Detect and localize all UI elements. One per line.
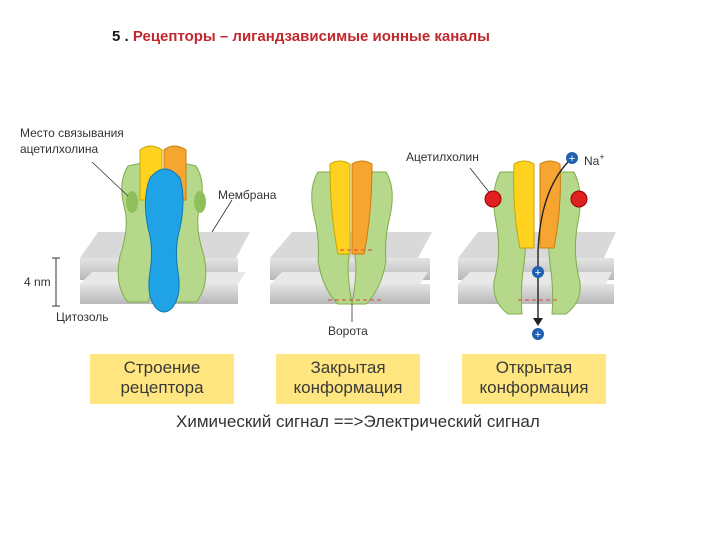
caption-open-line1: Открытая xyxy=(495,358,573,377)
binding-site-left xyxy=(126,191,138,213)
acetylcholine-pointer xyxy=(469,167,490,193)
binding-site-right xyxy=(194,191,206,213)
subunit-orange xyxy=(539,160,561,249)
label-thickness: 4 nm xyxy=(24,275,51,289)
caption-open: Открытая конформация xyxy=(462,354,606,404)
label-sodium-text: Na xyxy=(584,154,600,168)
signal-line: Химический сигнал ==>Электрический сигна… xyxy=(176,412,540,432)
signal-electrical: Электрический сигнал xyxy=(363,412,540,431)
sodium-ion-bottom-sign: + xyxy=(535,329,541,341)
membrane-lower-layer xyxy=(458,284,614,304)
caption-closed-line1: Закрытая xyxy=(310,358,386,377)
acetylcholine-molecule-right xyxy=(570,190,588,208)
label-sodium: Na+ xyxy=(584,150,605,168)
acetylcholine-molecule-left xyxy=(484,190,502,208)
label-binding-site-1: Место связывания xyxy=(20,126,124,140)
label-gate: Ворота xyxy=(328,324,368,338)
subunit-yellow xyxy=(513,160,535,249)
label-binding-site-2: ацетилхолина xyxy=(20,142,99,156)
subunit-blue xyxy=(144,168,184,313)
label-sodium-charge: + xyxy=(599,152,605,162)
caption-closed-line2: конформация xyxy=(293,378,403,397)
caption-closed: Закрытая конформация xyxy=(276,354,420,404)
label-cytosol: Цитозоль xyxy=(56,310,109,324)
panel-open: + + + xyxy=(458,152,616,341)
sodium-ion-top-sign: + xyxy=(569,153,575,165)
membrane-slab-top xyxy=(458,232,616,258)
caption-open-line2: конформация xyxy=(479,378,589,397)
ion-flow-arrow xyxy=(537,161,569,322)
subunit-yellow xyxy=(329,160,351,255)
title-number: 5 . xyxy=(112,28,129,45)
title-text: Рецепторы – лигандзависимые ионные канал… xyxy=(132,28,490,45)
sodium-ion-bottom xyxy=(532,328,544,340)
ion-flow-arrowhead xyxy=(533,318,543,326)
membrane-slab-top xyxy=(270,232,432,258)
membrane-mid-top xyxy=(270,272,428,284)
caption-structure: Строение рецептора xyxy=(90,354,234,404)
subunit-orange xyxy=(351,160,373,255)
signal-arrow: ==> xyxy=(333,412,364,431)
caption-structure-line2: рецептора xyxy=(120,378,204,397)
panel-closed xyxy=(270,160,432,322)
binding-site-pointer xyxy=(91,161,129,197)
label-membrane: Мембрана xyxy=(218,188,277,202)
slide-title: 5 . Рецепторы – лигандзависимые ионные к… xyxy=(112,28,490,45)
sodium-ion-middle xyxy=(532,266,544,278)
label-acetylcholine: Ацетилхолин xyxy=(406,150,479,164)
sodium-ion-middle-sign: + xyxy=(535,267,541,279)
sodium-ion-top xyxy=(566,152,578,164)
panel-structure xyxy=(52,145,250,313)
membrane-pointer xyxy=(211,199,233,233)
signal-chemical: Химический сигнал xyxy=(176,412,329,431)
caption-structure-line1: Строение xyxy=(123,358,201,377)
